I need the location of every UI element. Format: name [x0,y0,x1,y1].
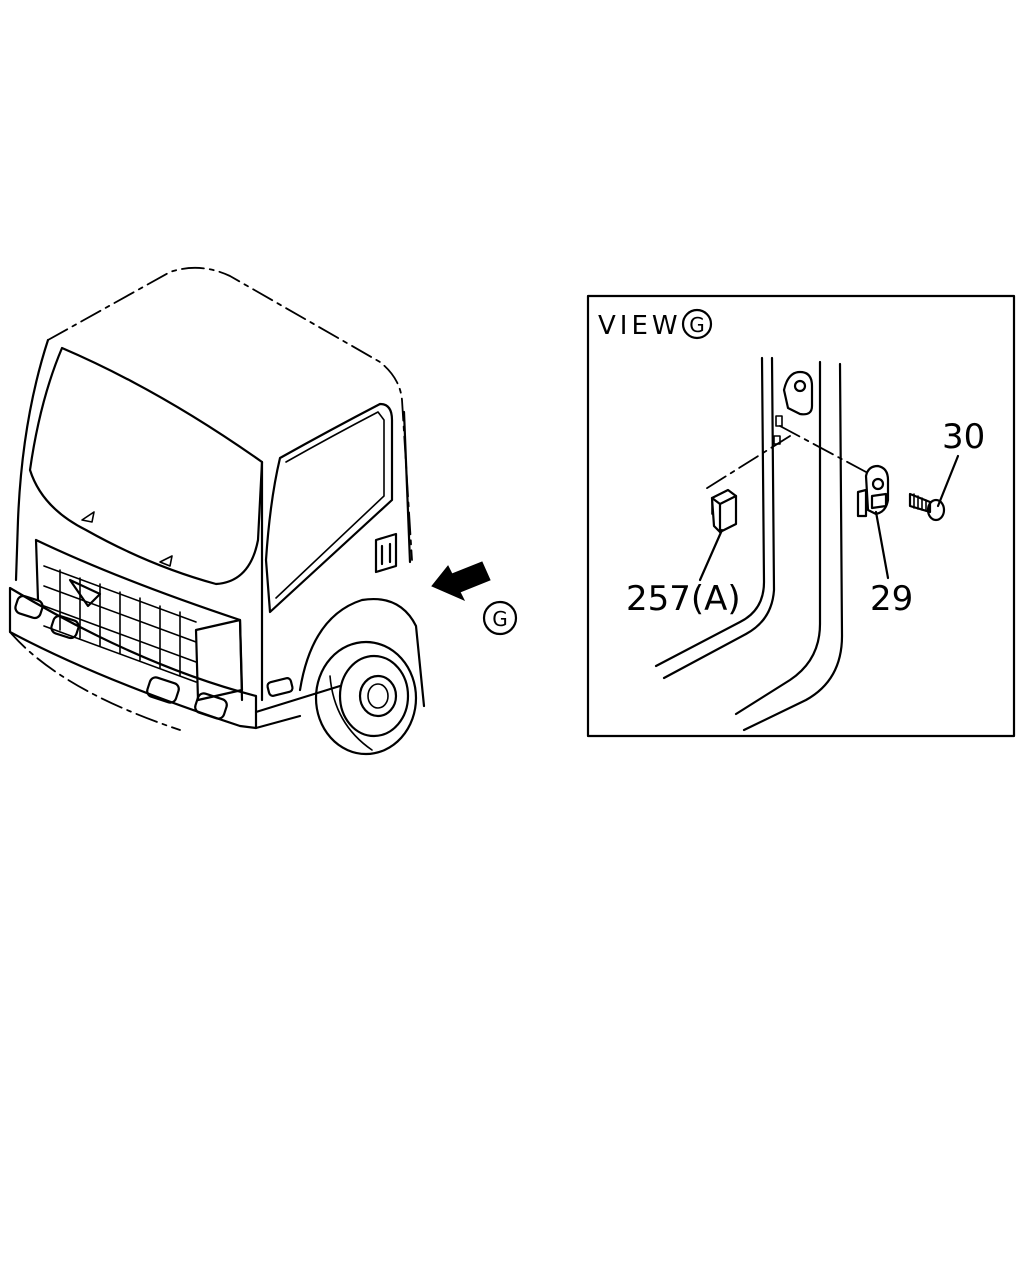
door-window-inner [275,411,385,599]
callout-30: 30 [942,417,985,457]
front-fender [298,598,426,708]
leader-line-bracket [779,425,867,473]
view-label-letter: G [689,313,705,337]
door-window [264,402,394,614]
cab-left-edge [14,338,50,582]
bumper-lower-outline [9,631,181,731]
windshield [28,346,264,586]
door-bracket-part [856,464,890,518]
callout-leader-29 [874,510,890,580]
striker-hole [793,379,807,393]
door-pillar-outer [654,356,766,668]
lower-step [254,684,342,730]
view-g-marker-letter: G [492,607,508,631]
bumper-lamp-2 [50,614,80,640]
callout-29: 29 [870,579,913,619]
view-direction-arrow [431,561,491,602]
callout-leader-30 [936,454,960,508]
pillar-slot-1 [775,415,783,427]
emblem [68,578,102,608]
wiper-left [81,511,95,523]
door-panel [260,410,412,702]
bumper-lamp-3 [146,676,180,704]
bolt-part [908,492,946,522]
side-marker-lamp [266,677,294,697]
callout-257a: 257(A) [626,579,741,619]
detail-frame [586,294,1016,738]
view-g-detail: VIEW G [586,294,1016,738]
leader-line-switch [703,435,791,491]
front-wheel [314,640,418,756]
bumper-lamp-1 [14,594,44,620]
wiper-right [159,555,173,567]
door-handle [374,532,398,574]
view-label-prefix: VIEW [598,311,682,341]
view-label-circle [681,308,713,340]
cab-roof-outline [47,266,413,561]
grille-slats [43,565,197,683]
grille-frame [34,538,244,702]
door-pillar-inner-2 [742,362,844,732]
door-switch-part [710,488,738,534]
door-pillar-inner [734,360,822,716]
truck-cab-illustration: G [8,266,518,756]
striker-bracket [782,370,814,416]
view-g-marker: G [482,600,518,636]
door-pillar-mid [662,356,776,680]
callout-leader-257a [698,528,724,582]
headlamp [194,618,244,702]
